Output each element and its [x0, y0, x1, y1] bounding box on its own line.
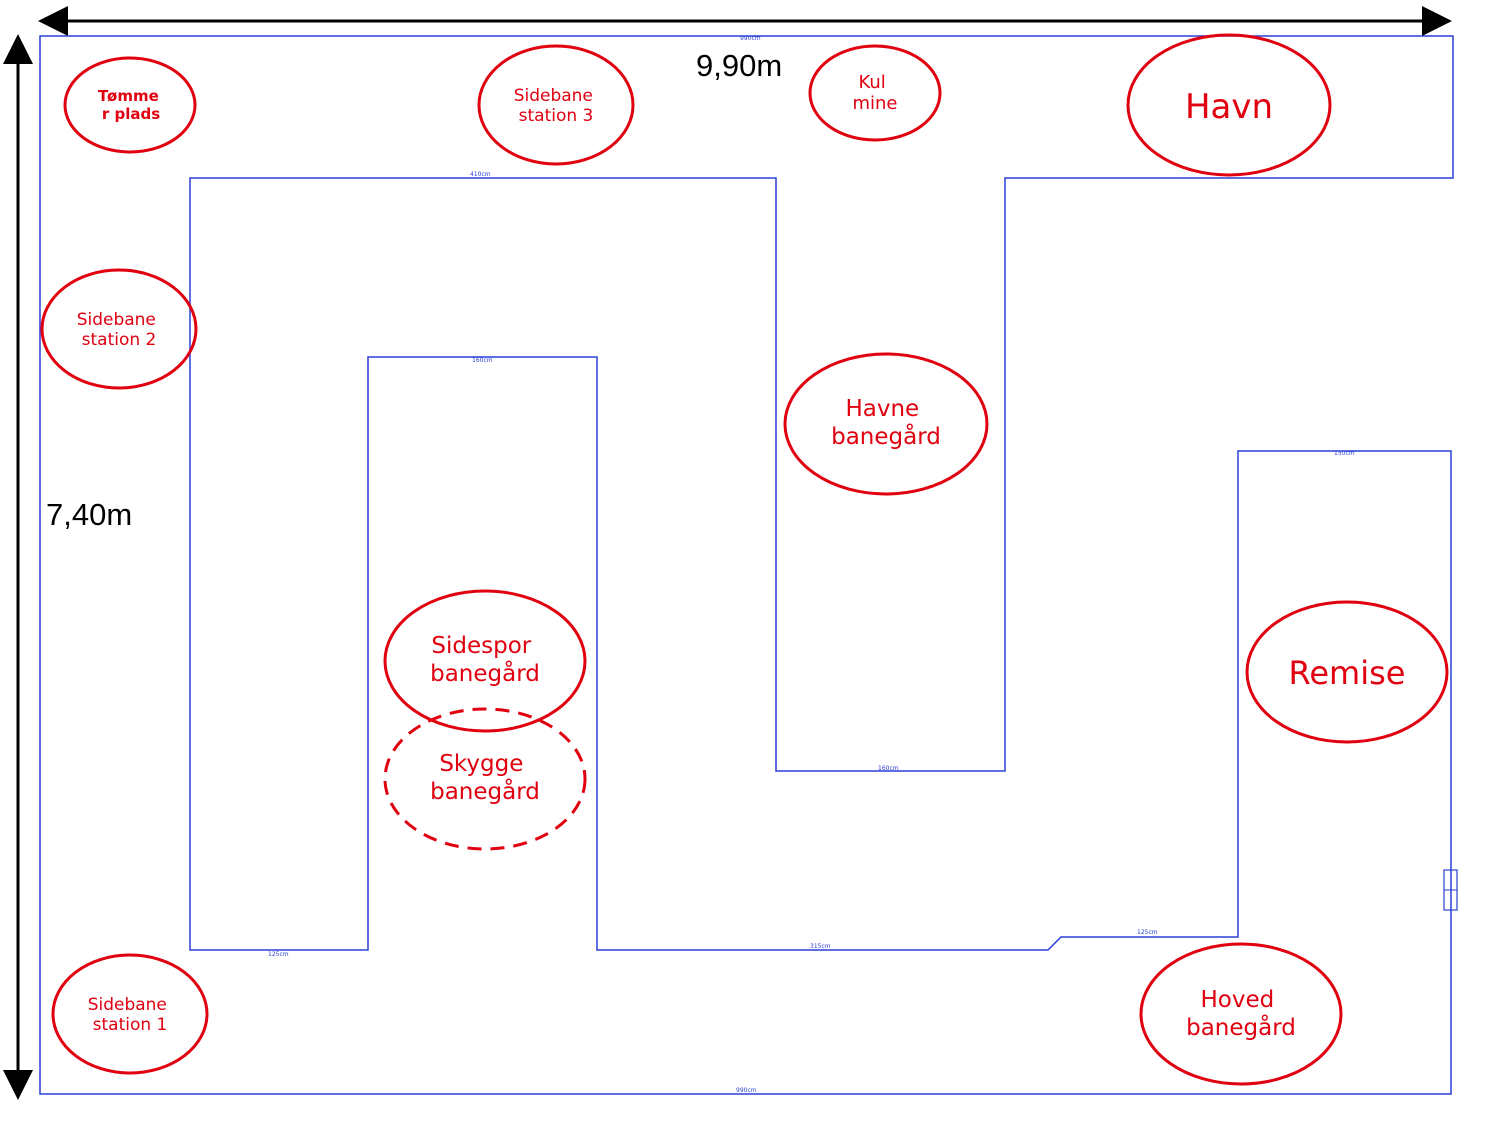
kulmine-label: Kul mine: [852, 72, 897, 114]
havne-banegaard-line-1: Havne: [845, 396, 919, 422]
segment-label-peninsula-top: 160cm: [472, 357, 493, 364]
toemmerplads-line-2: r plads: [102, 105, 160, 123]
sidebane1-label: Sidebane station 1: [88, 995, 173, 1035]
hoved-banegaard-line-2: banegård: [1186, 1013, 1296, 1041]
sidebane3-line-2: station 3: [519, 106, 594, 126]
havne-banegaard-label: Havne banegård: [831, 396, 941, 450]
havn-label: Havn: [1185, 87, 1273, 127]
segment-label-havne-bottom: 160cm: [878, 765, 899, 772]
havn-ellipse: [1126, 33, 1332, 177]
remise-label: Remise: [1289, 654, 1406, 692]
toemmerplads-label: Tømme r plads: [98, 87, 164, 123]
toemmerplads-line-1: Tømme: [98, 87, 159, 105]
sidebane2-line-2: station 2: [82, 330, 157, 350]
sidespor-banegaard-line-2: banegård: [430, 659, 540, 687]
sidebane1-line-2: station 1: [93, 1015, 168, 1035]
hoved-banegaard-line-1: Hoved: [1200, 987, 1274, 1013]
segment-label-remise-bottom: 125cm: [1137, 929, 1158, 936]
sidebane1-ellipse: [51, 953, 209, 1075]
kulmine-line-2: mine: [852, 93, 897, 114]
sidespor-banegaard-ellipse: [383, 589, 587, 733]
kulmine-ellipse: [808, 44, 942, 142]
sidebane2-label: Sidebane station 2: [77, 310, 162, 350]
kulmine-line-1: Kul: [858, 72, 885, 93]
skygge-banegaard-ellipse: [383, 707, 587, 851]
sidebane3-ellipse: [477, 44, 635, 166]
skygge-banegaard-label: Skygge banegård: [430, 751, 540, 805]
sidebane3-label: Sidebane station 3: [514, 86, 599, 126]
segment-label-outer-bottom: 990cm: [736, 1087, 757, 1094]
skygge-banegaard-line-1: Skygge: [439, 751, 523, 777]
sidebane2-ellipse: [40, 268, 198, 390]
sidespor-banegaard-line-1: Sidespor: [431, 633, 531, 659]
remise-ellipse: [1245, 600, 1449, 744]
layout-outline: [39, 35, 1454, 1095]
sidebane3-line-1: Sidebane: [514, 86, 593, 106]
havne-banegaard-line-2: banegård: [831, 422, 941, 450]
hoved-banegaard-label: Hoved banegård: [1186, 987, 1296, 1041]
sidebane1-line-1: Sidebane: [88, 995, 167, 1015]
hoved-banegaard-ellipse: [1139, 942, 1343, 1086]
toemmerplads-ellipse: [63, 56, 197, 154]
height-dimension-label: 7,40m: [46, 497, 132, 532]
segment-label-main-bottom: 315cm: [810, 943, 831, 950]
width-dimension-label: 9,90m: [696, 48, 782, 83]
segment-label-inner-top-left: 410cm: [470, 171, 491, 178]
sidespor-banegaard-label: Sidespor banegård: [430, 633, 540, 687]
segment-label-remise-top: 150cm: [1334, 450, 1355, 457]
sidebane2-line-1: Sidebane: [77, 310, 156, 330]
segment-label-top: 990cm: [740, 35, 761, 42]
skygge-banegaard-line-2: banegård: [430, 777, 540, 805]
segment-label-inner-bottom-left: 125cm: [268, 951, 289, 958]
havne-banegaard-ellipse: [783, 352, 989, 496]
